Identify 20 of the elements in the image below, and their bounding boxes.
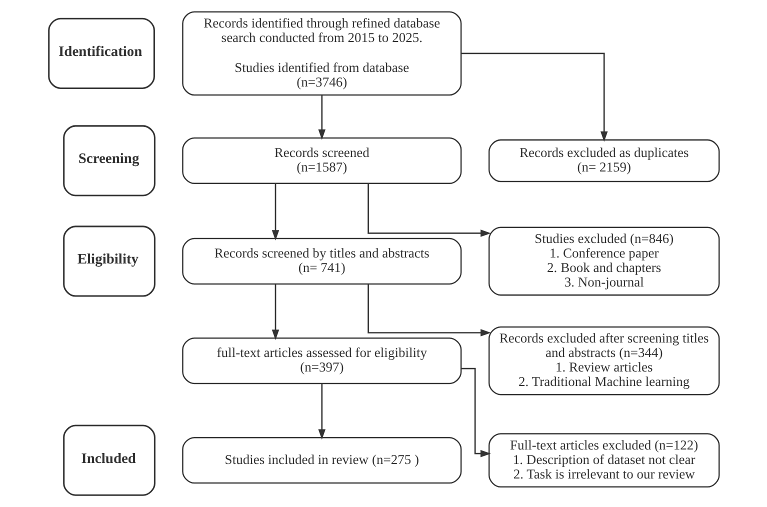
node-box: Full-text articles excluded (n=122) 1. Description of dataset not clear 2. Task is irrelevant to our review xyxy=(488,433,720,488)
node-box: Studies included in review (n=275 ) xyxy=(182,437,462,484)
node-box: Screening xyxy=(62,125,155,196)
arrow xyxy=(271,284,279,340)
node-box: Included xyxy=(62,424,155,496)
node-box: Identification xyxy=(48,18,154,89)
arrow xyxy=(318,384,326,440)
arrow xyxy=(460,52,608,142)
node-box: Records identified through refined database search conducted from 2015 to 2025. Studies identified from database (n=3746) xyxy=(182,11,462,96)
arrow xyxy=(367,284,491,336)
node-box: full-text articles assessed for eligibility (n=397) xyxy=(182,337,462,384)
node-box: Records excluded as duplicates (n= 2159) xyxy=(488,139,720,182)
node-box: Records excluded after screening titles and abstracts (n=344) 1. Review articles 2. Traditional Machine learning xyxy=(488,326,720,396)
node-box: Records screened by titles and abstracts (n= 741) xyxy=(182,238,462,285)
node-box: Eligibility xyxy=(62,226,155,297)
node-box: Studies excluded (n=846) 1. Conference paper 2. Book and chapters 3. Non-journal xyxy=(488,226,720,296)
arrow xyxy=(367,184,491,237)
node-box: Records screened (n=1587) xyxy=(182,137,462,184)
arrow xyxy=(271,184,279,241)
arrow xyxy=(318,95,326,140)
